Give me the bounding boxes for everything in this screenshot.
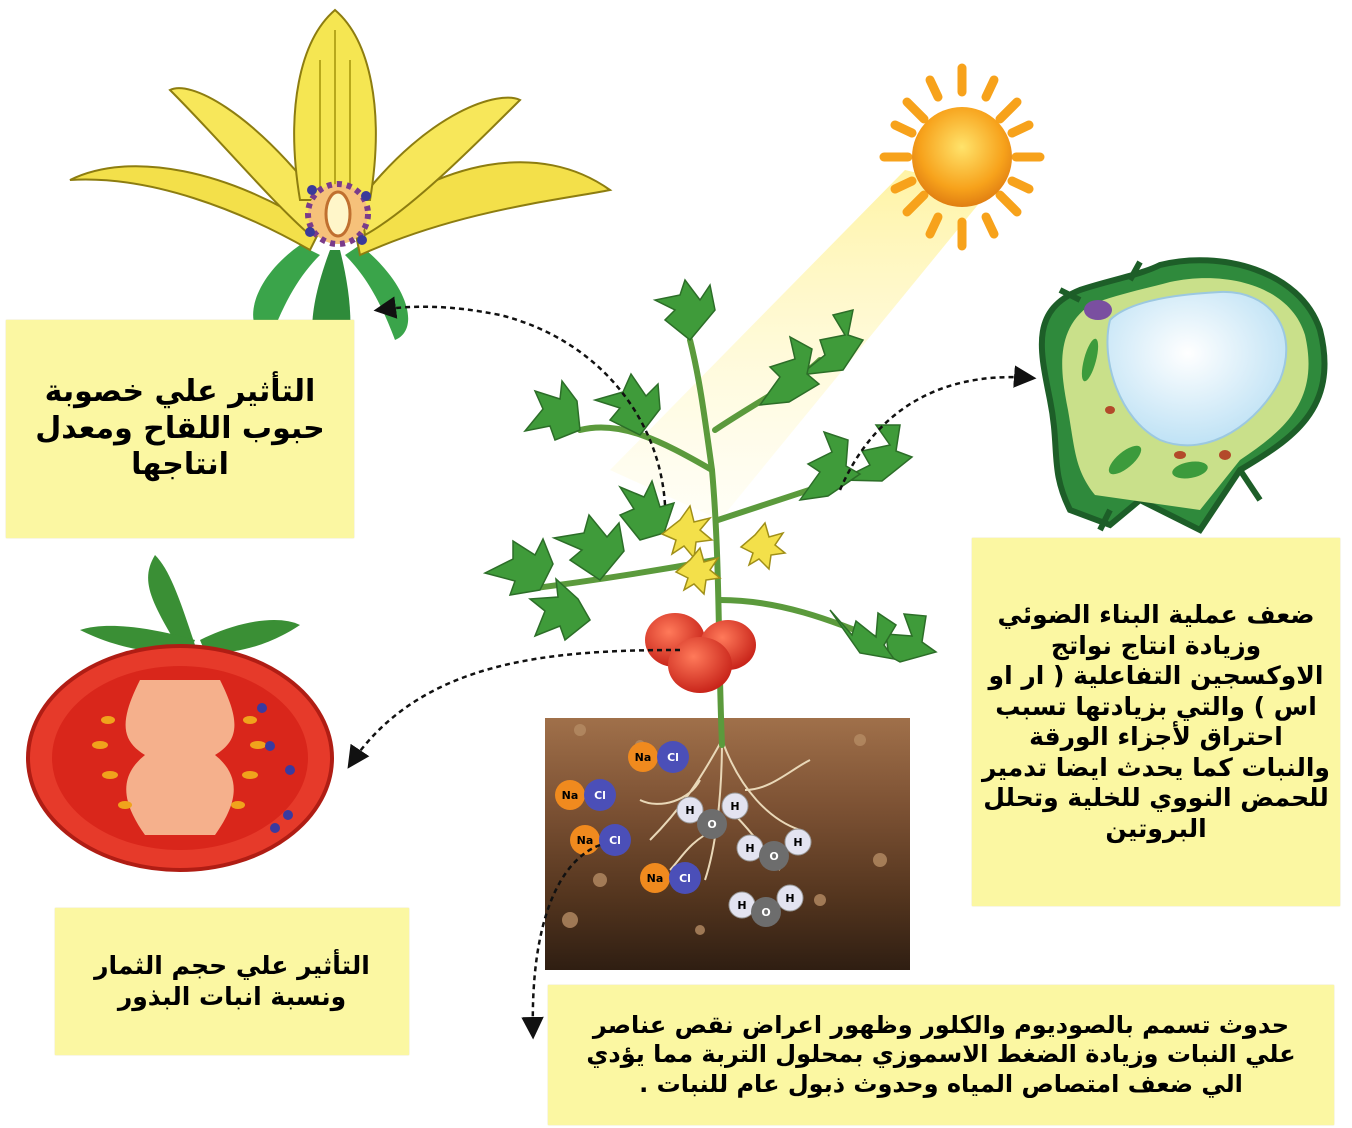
oxygen-label: O [707,818,716,831]
chloride-label: Cl [609,834,621,847]
hydrogen-label: H [793,836,802,849]
hydrogen-label: H [730,800,739,813]
chloride-label: Cl [594,789,606,802]
plant-tomato-icons [645,613,756,693]
hydrogen-label: H [737,899,746,912]
oxygen-label: O [761,906,770,919]
sodium-label: Na [562,789,579,802]
chloride-label: Cl [667,751,679,764]
oxygen-label: O [769,850,778,863]
flower-icon [70,10,610,372]
sodium-label: Na [635,751,652,764]
salt-toxicity-effect-label: حدوث تسمم بالصوديوم والكلور وظهور اعراض … [548,985,1334,1125]
hydrogen-label: H [745,842,754,855]
chloride-label: Cl [679,872,691,885]
sodium-label: Na [647,872,664,885]
pollen-effect-label: التأثير علي خصوبة حبوب اللقاح ومعدل انتا… [6,320,354,538]
hydrogen-label: H [685,804,694,817]
plant-cell-icon [1042,260,1325,530]
photosynthesis-effect-label: ضعف عملية البناء الضوئي وزيادة انتاج نوا… [972,538,1340,906]
tomato-slice-icon [28,555,332,870]
sodium-label: Na [577,834,594,847]
fruit-effect-label: التأثير علي حجم الثمار ونسبة انبات البذو… [55,908,409,1055]
hydrogen-label: H [785,892,794,905]
